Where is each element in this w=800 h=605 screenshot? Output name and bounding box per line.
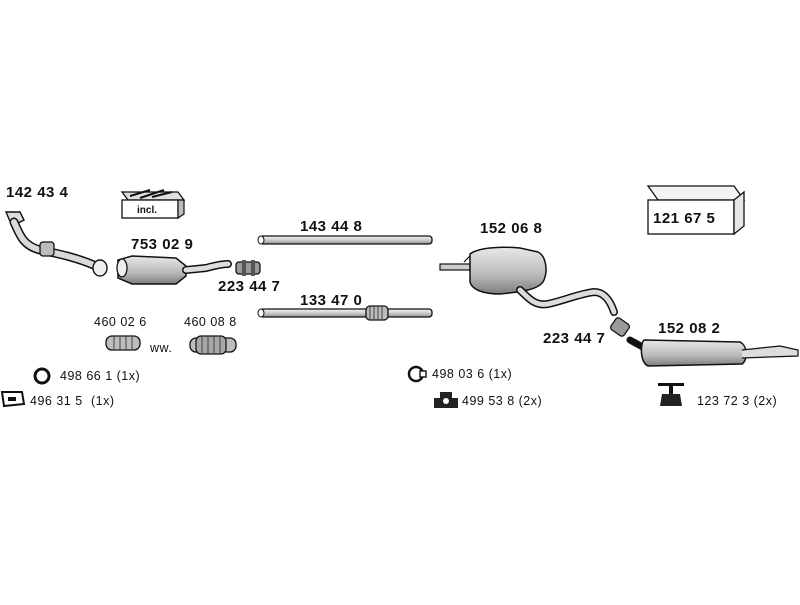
pipe-133-47-0[interactable]: [257, 305, 433, 321]
flex-b-label: 460 08 8: [184, 315, 237, 329]
front-pipe[interactable]: [4, 211, 108, 277]
rubber-mount-icon: [434, 392, 458, 408]
flex-pipe-460-08-8[interactable]: [189, 335, 237, 355]
front-pipe-label: 142 43 4: [6, 184, 69, 201]
pipe-143-44-8[interactable]: [257, 235, 433, 245]
flex-note-label: ww.: [150, 341, 173, 355]
pipe-b-label: 133 47 0: [300, 292, 363, 309]
hanger-bracket-icon: [0, 391, 26, 408]
rear-kit-box[interactable]: [646, 185, 746, 236]
ring-icon: [33, 367, 51, 385]
rear-kit-label: 121 67 5: [653, 210, 716, 227]
clamp-front-label: 223 44 7: [218, 278, 281, 295]
middle-muffler[interactable]: [439, 246, 618, 316]
flex-a-label: 460 02 6: [94, 315, 147, 329]
flex-pipe-460-02-6[interactable]: [105, 335, 141, 351]
pipe-a-label: 143 44 8: [300, 218, 363, 235]
hanger-mount-icon: [658, 383, 684, 406]
mounting-kit-box[interactable]: [120, 189, 186, 220]
ring-b-label: 498 03 6 (1x): [432, 367, 513, 381]
mount-a-label: 496 31 5: [30, 394, 83, 408]
catalytic-converter[interactable]: [116, 255, 232, 285]
clamp-rear[interactable]: [609, 317, 631, 338]
mount-b-label: 499 53 8 (2x): [462, 394, 543, 408]
catalyst-label: 753 02 9: [131, 236, 194, 253]
rear-muffler-label: 152 08 2: [658, 320, 721, 337]
clamp-front[interactable]: [235, 260, 261, 276]
clamp-ring-icon: [407, 365, 427, 383]
ring-a-label: 498 66 1 (1x): [60, 369, 141, 383]
kit-included-label: incl.: [137, 205, 158, 216]
clamp-rear-label: 223 44 7: [543, 330, 606, 347]
middle-muffler-label: 152 06 8: [480, 220, 543, 237]
mount-a-qty-label: (1x): [91, 394, 115, 408]
rear-muffler[interactable]: [626, 336, 799, 367]
mount-c-label: 123 72 3 (2x): [697, 394, 778, 408]
